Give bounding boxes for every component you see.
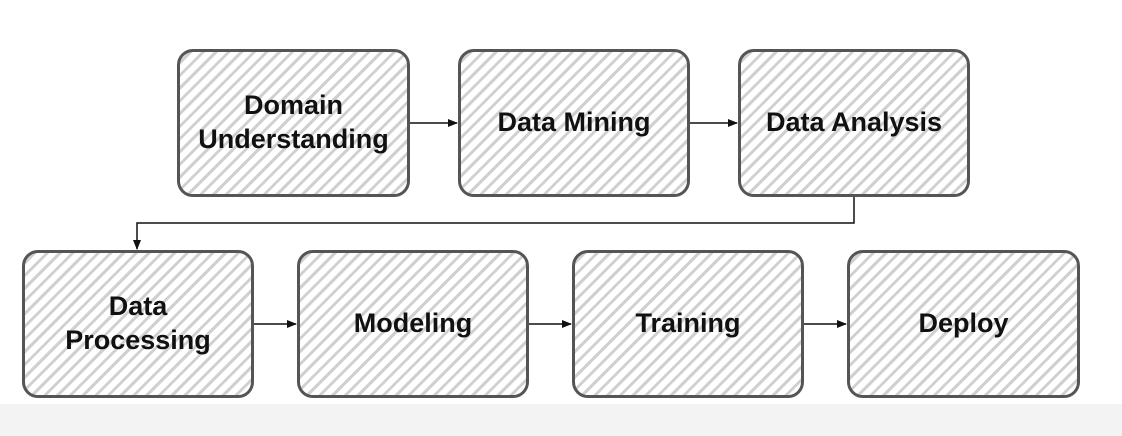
node-label-data-processing: Data Processing bbox=[65, 291, 211, 355]
node-label-data-mining: Data Mining bbox=[497, 107, 651, 138]
node-label-data-analysis: Data Analysis bbox=[765, 107, 943, 138]
node-label-training: Training bbox=[635, 308, 741, 339]
footer-band bbox=[0, 404, 1122, 436]
node-domain-understanding: Domain Understanding bbox=[177, 49, 410, 197]
node-label-modeling: Modeling bbox=[353, 308, 473, 339]
node-data-analysis: Data Analysis bbox=[738, 49, 970, 197]
node-training: Training bbox=[572, 250, 804, 398]
edge-analysis-to-processing bbox=[133, 197, 855, 250]
node-data-mining: Data Mining bbox=[458, 49, 690, 197]
node-deploy: Deploy bbox=[847, 250, 1080, 398]
node-label-domain-understanding: Domain Understanding bbox=[198, 90, 389, 154]
node-data-processing: Data Processing bbox=[22, 250, 254, 398]
node-modeling: Modeling bbox=[297, 250, 529, 398]
node-label-deploy: Deploy bbox=[918, 308, 1009, 339]
